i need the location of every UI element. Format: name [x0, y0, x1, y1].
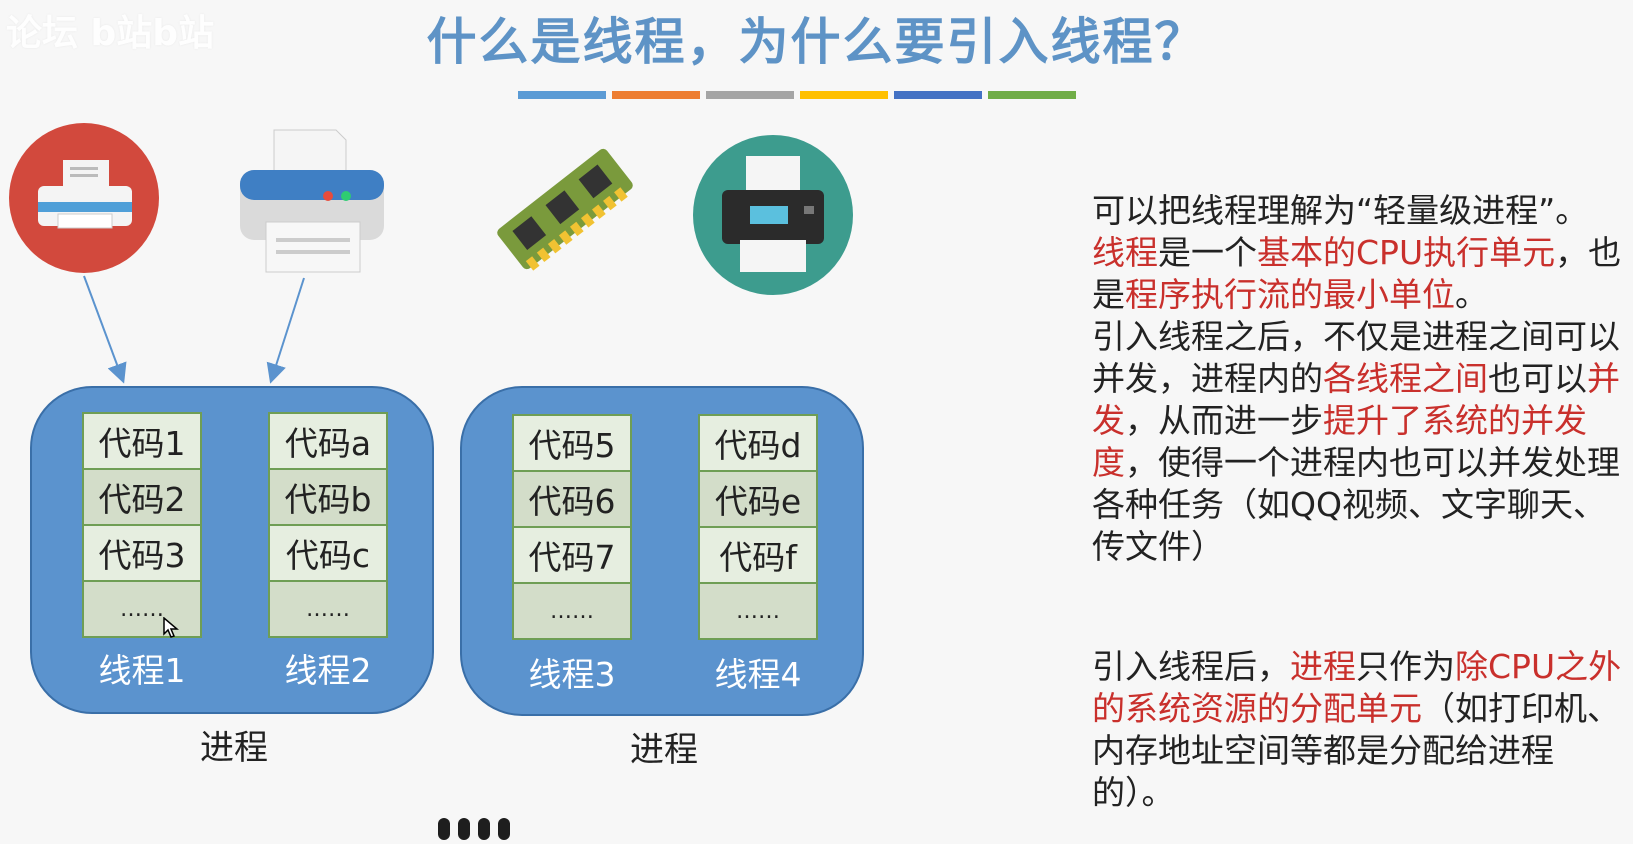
plain-text: 引入线程之后，不仅是进程之间可以并发，进程内的: [1092, 317, 1620, 398]
code-cell: 代码3: [82, 524, 202, 580]
highlighted-text: 并发: [1092, 359, 1620, 440]
thread-label: 线程4: [714, 655, 802, 694]
explanation-paragraph-1: 可以把线程理解为“轻量级进程”。线程是一个基本的CPU执行单元，也是程序执行流的…: [1092, 190, 1622, 568]
plain-text: ，使得一个进程内也可以并发处理各种任务（如QQ视频、文字聊天、传文件）: [1092, 443, 1620, 566]
highlighted-text: 程序执行流的最小单位: [1125, 275, 1455, 314]
highlighted-text: 除CPU之外的系统资源的分配单元: [1092, 647, 1622, 728]
text-line: 引入线程后，进程只作为除CPU之外的系统资源的分配单元（如打印机、内存地址空间等…: [1092, 646, 1622, 814]
color-bar-segment: [800, 91, 888, 99]
thread-label: 线程1: [98, 651, 186, 690]
printer-red-circle-icon: [9, 123, 159, 273]
printer-teal-circle-icon: [693, 135, 853, 295]
arrow-connectors: [83, 275, 305, 384]
code-cell: 代码d: [698, 414, 818, 470]
plain-text: ，也是: [1092, 233, 1622, 314]
code-cell-ellipsis: ……: [268, 580, 388, 638]
pager-dot: [478, 818, 490, 840]
thread-column: 代码1 代码2 代码3 ……: [82, 412, 202, 638]
code-cell: 代码e: [698, 470, 818, 526]
plain-text: 引入线程后，: [1092, 647, 1290, 686]
pager-dot: [498, 818, 510, 840]
plain-text: （如打印机、内存地址空间等都是分配给进程的）。: [1092, 689, 1620, 812]
page-title: 什么是线程，为什么要引入线程？: [426, 13, 1207, 71]
plain-text: 也可以: [1488, 359, 1587, 398]
code-cell: 代码6: [512, 470, 632, 526]
highlighted-text: 基本的CPU执行单元: [1257, 233, 1556, 272]
highlighted-text: 各线程之间: [1323, 359, 1488, 398]
highlighted-text: 进程: [1290, 647, 1356, 686]
plain-text: 可以把线程理解为“轻量级进程”。: [1092, 191, 1589, 230]
color-bar-segment: [612, 91, 700, 99]
highlighted-text: 线程: [1092, 233, 1158, 272]
process-label: 进程: [630, 730, 698, 770]
code-cell: 代码b: [268, 468, 388, 524]
pager-dot: [438, 818, 450, 840]
color-bar-segment: [894, 91, 982, 99]
memory-stick-icon: [497, 148, 633, 271]
plain-text: 只作为: [1356, 647, 1455, 686]
color-bar-segment: [988, 91, 1076, 99]
color-bar-segment: [706, 91, 794, 99]
printer-gray-icon: [240, 129, 384, 273]
code-cell: 代码2: [82, 468, 202, 524]
code-cell: 代码1: [82, 412, 202, 468]
code-cell: 代码7: [512, 526, 632, 582]
mouse-cursor-icon: [163, 617, 179, 638]
thread-label: 线程3: [528, 655, 616, 694]
thread-column: 代码d 代码e 代码f ……: [698, 414, 818, 640]
process-label: 进程: [200, 728, 268, 768]
plain-text: 是一个: [1158, 233, 1257, 272]
text-line: 线程是一个基本的CPU执行单元，也是程序执行流的最小单位。: [1092, 232, 1622, 316]
highlighted-text: 提升了系统的并发度: [1092, 401, 1587, 482]
thread-column: 代码a 代码b 代码c ……: [268, 412, 388, 638]
pager-dot: [458, 818, 470, 840]
code-cell: 代码f: [698, 526, 818, 582]
code-cell-ellipsis: ……: [82, 580, 202, 638]
text-line: 可以把线程理解为“轻量级进程”。: [1092, 190, 1622, 232]
thread-column: 代码5 代码6 代码7 ……: [512, 414, 632, 640]
thread-label: 线程2: [284, 651, 372, 690]
color-bar-segment: [518, 91, 606, 99]
plain-text: ，从而进一步: [1125, 401, 1323, 440]
code-cell: 代码5: [512, 414, 632, 470]
code-cell: 代码a: [268, 412, 388, 468]
watermark-text: 论坛 b站b站: [6, 13, 215, 54]
text-line: 引入线程之后，不仅是进程之间可以并发，进程内的各线程之间也可以并发，从而进一步提…: [1092, 316, 1622, 568]
explanation-paragraph-2: 引入线程后，进程只作为除CPU之外的系统资源的分配单元（如打印机、内存地址空间等…: [1092, 646, 1622, 814]
code-cell-ellipsis: ……: [698, 582, 818, 640]
code-cell-ellipsis: ……: [512, 582, 632, 640]
plain-text: 。: [1455, 275, 1488, 314]
code-cell: 代码c: [268, 524, 388, 580]
